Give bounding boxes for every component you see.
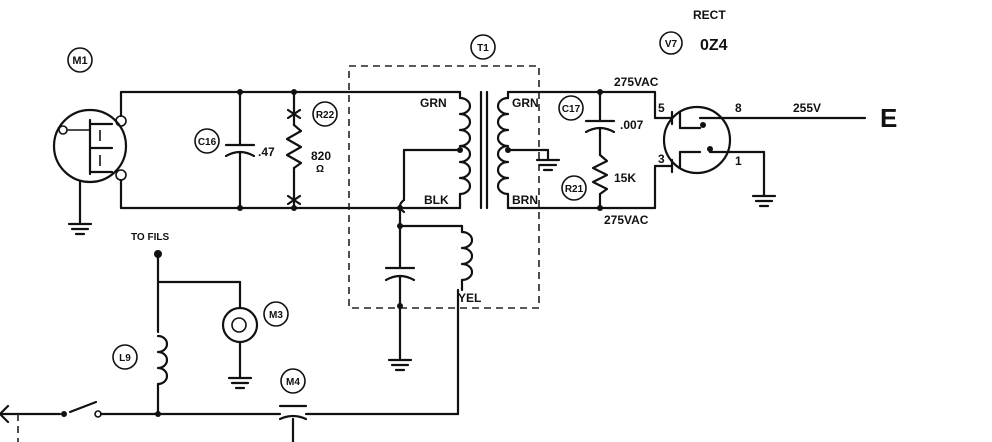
v7-function: RECT [693, 8, 726, 22]
c16-value: .47 [258, 145, 275, 159]
v7-rectifier-tube: 5 3 8 1 V7 RECT 0Z4 255V E [658, 8, 897, 208]
t1-brn-label: BRN [512, 193, 538, 207]
t1-grn-left-label: GRN [420, 96, 447, 110]
t1-yel-label: YEL [458, 291, 481, 305]
m1-label: M1 [72, 55, 87, 67]
r21-value: 15K [614, 171, 636, 185]
output-terminal-label: E [880, 103, 897, 133]
r21-label: R21 [565, 184, 584, 195]
output-voltage-label: 255V [793, 101, 821, 115]
t1-grn-right-label: GRN [512, 96, 539, 110]
l9-label: L9 [119, 353, 131, 364]
voltage-bottom-label: 275VAC [604, 213, 649, 227]
m1-component: M1 [52, 47, 128, 236]
c17-capacitor: C17 .007 [558, 90, 644, 157]
r21-resistor: R21 15K [561, 153, 636, 210]
voltage-top-label: 275VAC [614, 75, 659, 89]
r22-unit: Ω [316, 164, 324, 175]
r22-value: 820 [311, 149, 331, 163]
c17-value: .007 [620, 118, 644, 132]
t1-blk-label: BLK [424, 193, 449, 207]
v7-pin-5: 5 [658, 101, 665, 115]
m4-label: M4 [286, 377, 300, 388]
v7-pin-8: 8 [735, 101, 742, 115]
v7-pin-3: 3 [658, 152, 665, 166]
secondary-wires: 275VAC 275VAC [506, 75, 674, 227]
t1-enclosure: T1 [348, 34, 540, 309]
c17-label: C17 [562, 104, 581, 115]
v7-pin-1: 1 [735, 154, 742, 168]
r22-label: R22 [316, 110, 335, 121]
r22-resistor: R22 820 Ω [285, 90, 338, 210]
v7-type: 0Z4 [700, 37, 728, 54]
t1-label: T1 [477, 43, 489, 54]
to-fils-label: TO FILS [131, 232, 169, 243]
t1-filament-winding: YEL [384, 206, 481, 416]
c16-capacitor: C16 .47 [194, 90, 275, 210]
v7-label: V7 [665, 39, 678, 50]
filament-circuit: TO FILS L9 M3 M4 [0, 232, 460, 442]
c16-label: C16 [198, 137, 217, 148]
m3-label: M3 [269, 310, 283, 321]
t1-transformer: GRN BLK GRN BRN [398, 90, 561, 214]
